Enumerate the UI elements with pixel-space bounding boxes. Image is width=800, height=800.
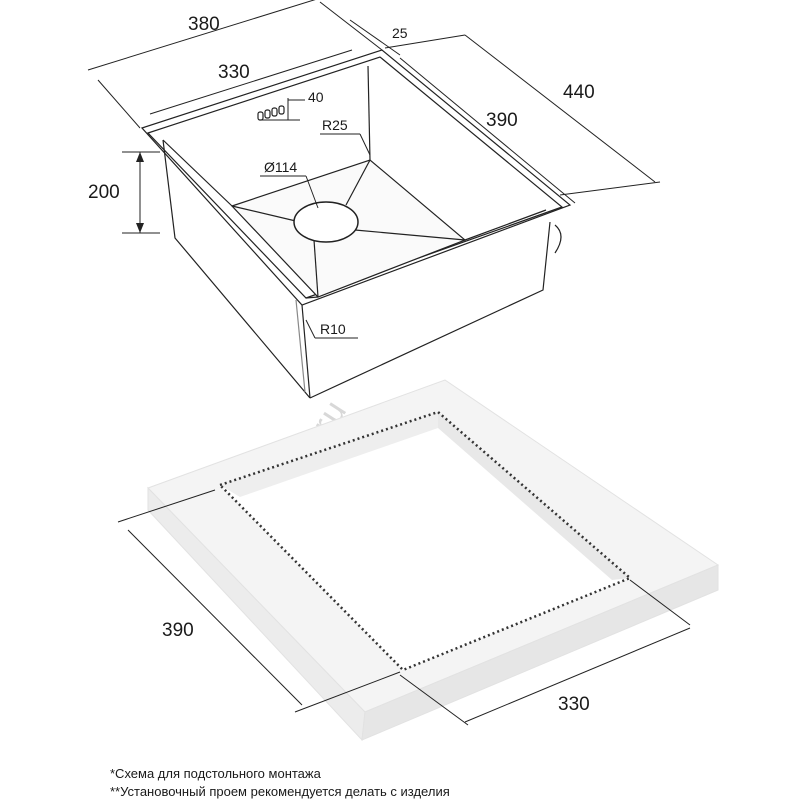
dim-depth-outer: 440 [563, 82, 595, 103]
dim-width-inner: 330 [218, 62, 250, 83]
sink-dimension-lines [87, 0, 661, 339]
dim-drain-diameter: Ø114 [264, 159, 297, 175]
dim-depth-inner: 390 [486, 110, 518, 131]
countertop-right-face [361, 564, 719, 741]
dim-lip: 25 [392, 25, 408, 41]
mounting-clip [554, 224, 562, 254]
cutout-dim-depth: 390 [162, 620, 194, 641]
sink-left-side [162, 139, 311, 399]
cutout-inner-wall [220, 412, 630, 670]
dim-height: 200 [88, 182, 120, 203]
countertop [147, 379, 720, 742]
cutout-wall-shade [220, 412, 438, 497]
note-mounting-scheme: *Схема для подстольного монтажа [110, 766, 321, 781]
note-cutout-recommendation: **Установочный проем рекомендуется делат… [110, 784, 450, 799]
cutout-dimension-lines [117, 489, 691, 726]
cutout-outline [217, 410, 633, 672]
dim-width-outer: 380 [188, 14, 220, 35]
arrowheads [136, 152, 144, 233]
sink [140, 49, 572, 399]
dim-drain-offset: 40 [308, 89, 324, 105]
dim-radius-inner: R25 [322, 117, 348, 133]
sink-right-side [309, 221, 551, 399]
drain [293, 201, 359, 243]
dim-radius-outer: R10 [320, 321, 346, 337]
cutout-dim-width: 330 [558, 694, 590, 715]
